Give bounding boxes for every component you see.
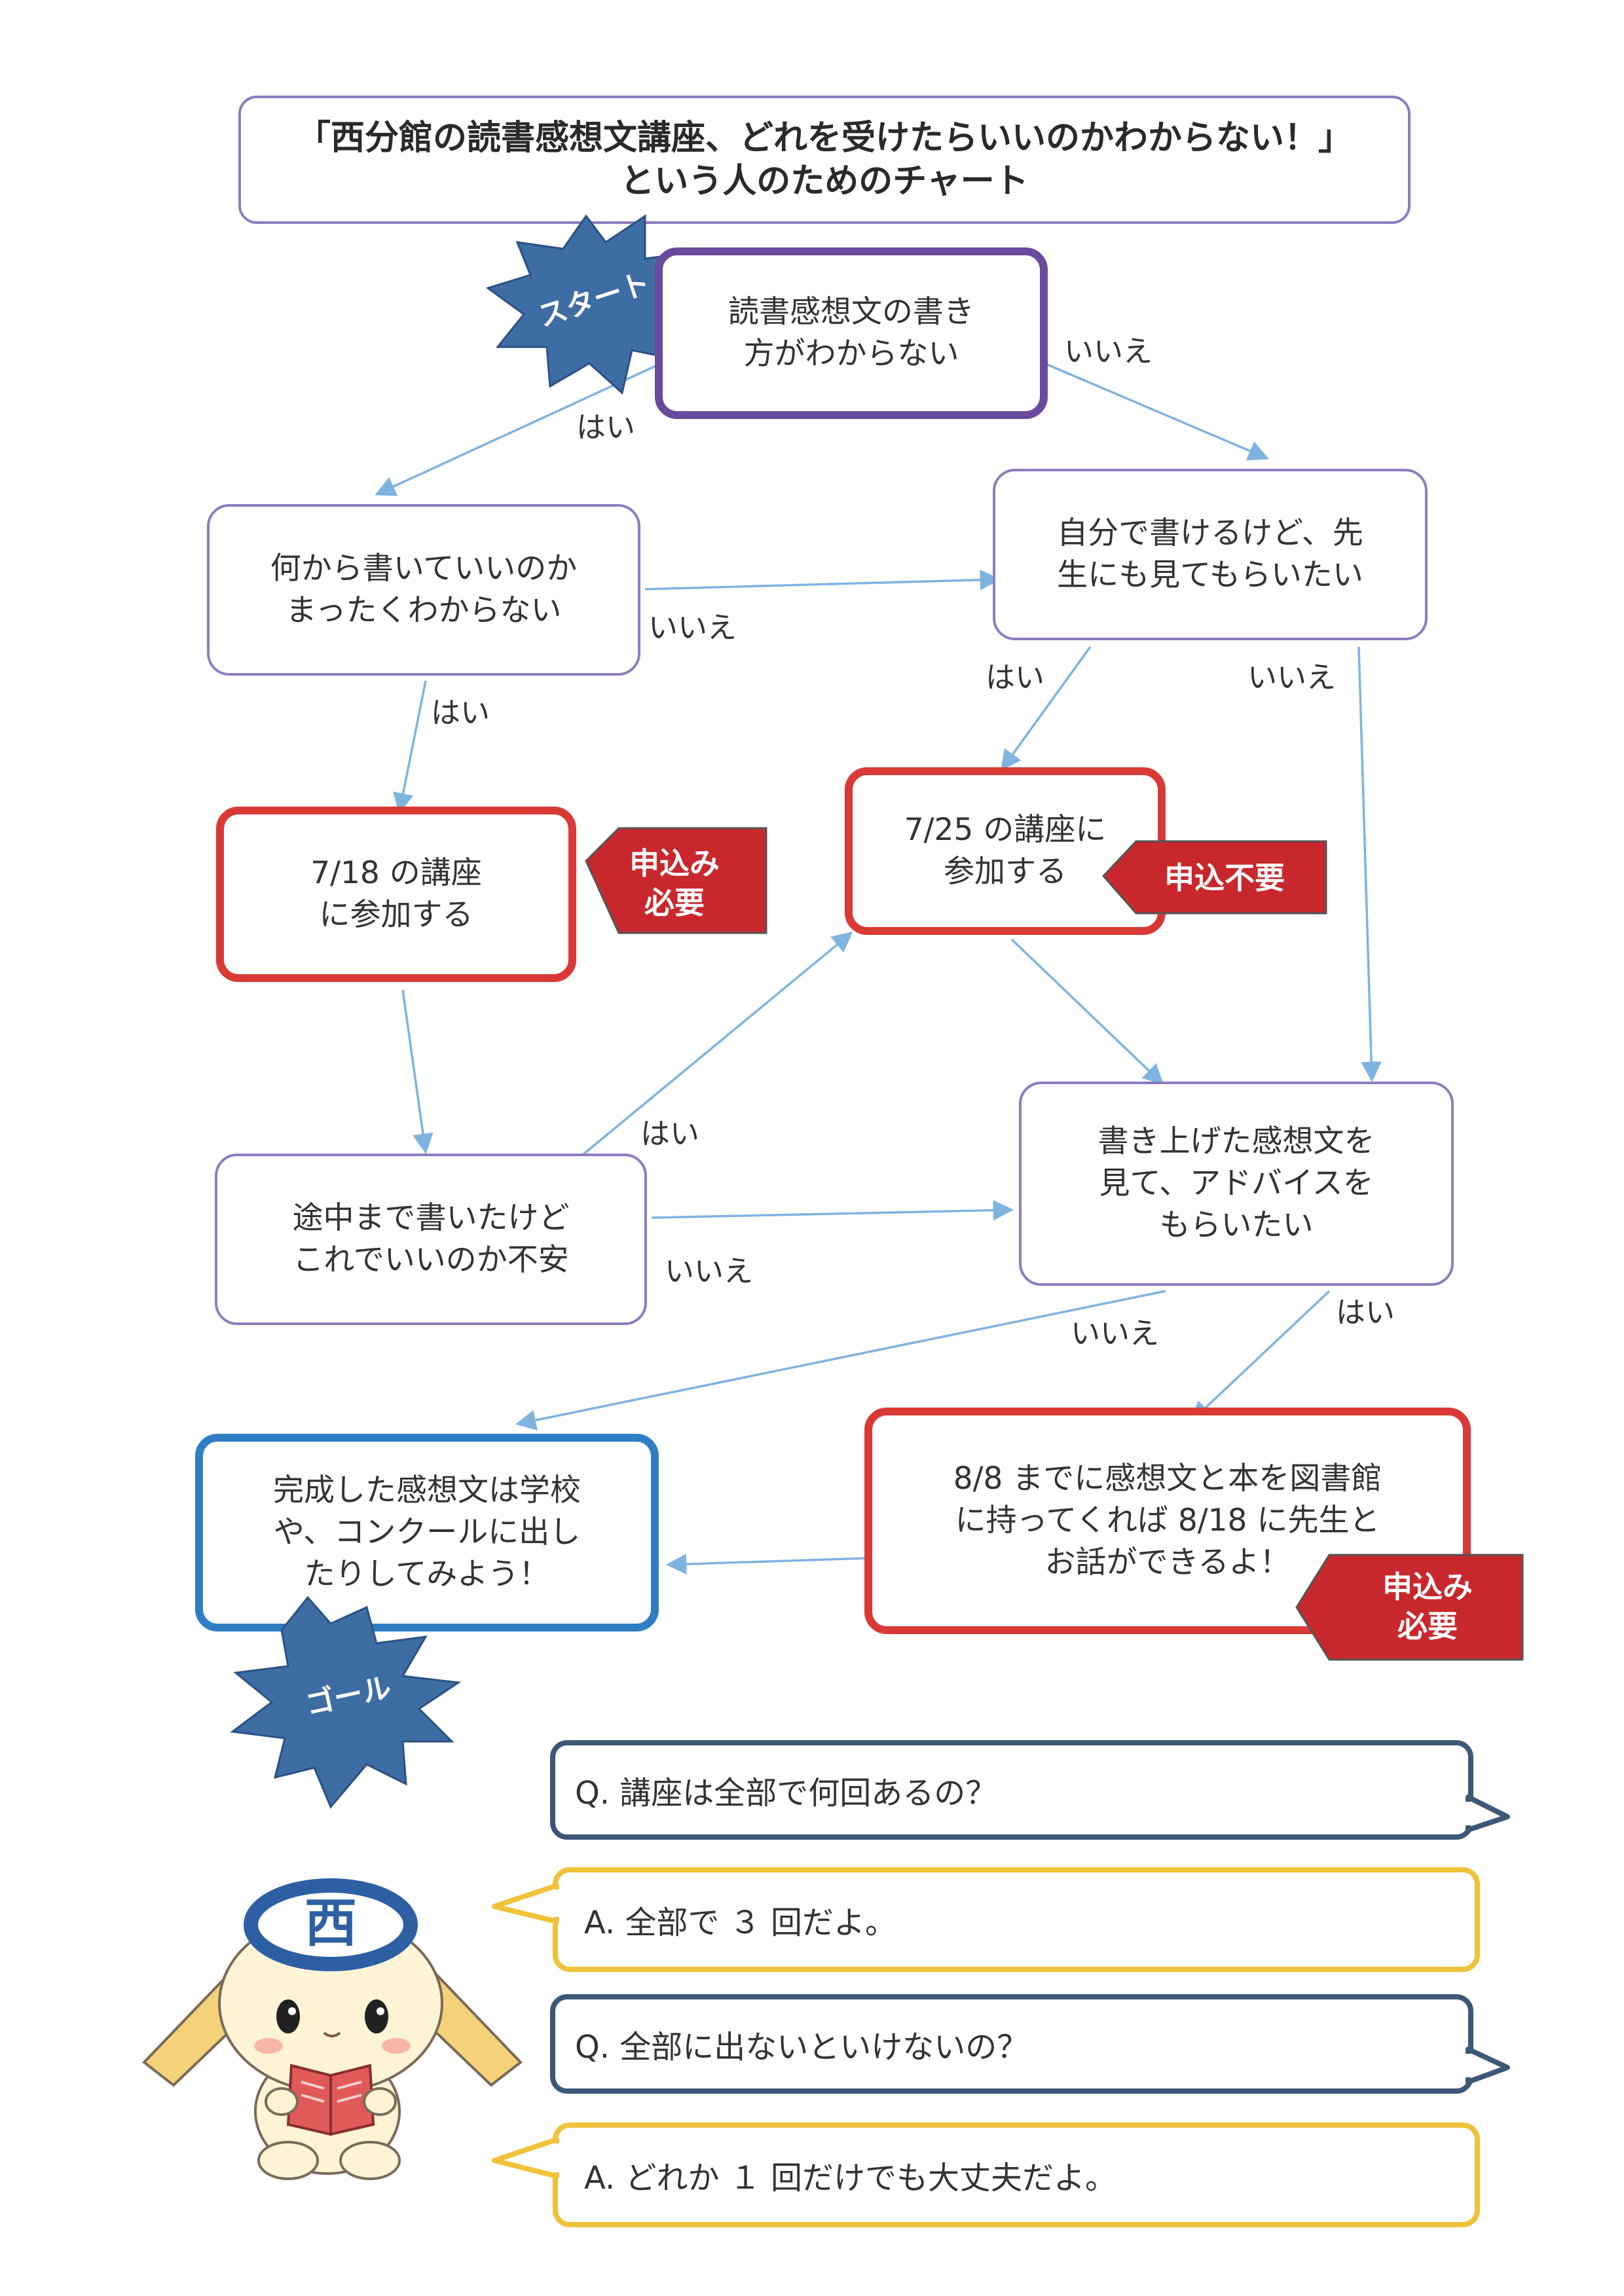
node-course-7-25: 7/25 の講座に 参加する	[845, 767, 1166, 935]
svg-text:申込み: 申込み	[1382, 1569, 1473, 1605]
faq-question-1: Q. 講座は全部で何回あるの？	[550, 1740, 1473, 1840]
label-q4-yes: はい	[640, 1116, 700, 1151]
arrow-q5-yes	[1190, 1290, 1331, 1423]
label-q4-no: いいえ	[665, 1254, 754, 1288]
label-q5-no: いいえ	[1071, 1316, 1160, 1351]
label-q2-no: いいえ	[648, 610, 737, 645]
title-line-1: 「西分館の読書感想文講座、どれを受けたらいいのかわからない！」	[296, 118, 1352, 158]
faq-answer-1: A. 全部で ３ 回だよ。	[553, 1867, 1480, 1972]
arrow-q2-no	[644, 570, 1001, 591]
label-q1-yes: はい	[576, 410, 636, 445]
label-q3-no: いいえ	[1247, 660, 1337, 695]
node-goal-submit: 完成した感想文は学校 や、コンクールに出し たりしてみよう！	[195, 1434, 659, 1631]
arrow-q2-yes	[393, 680, 427, 814]
node-q1-cannot-write: 読書感想文の書き 方がわからない	[655, 247, 1048, 419]
arrow-q5-no	[515, 1290, 1166, 1430]
svg-text:必要: 必要	[1397, 1609, 1458, 1644]
mascot-emblem: 西	[304, 1893, 357, 1954]
label-q2-yes: はい	[431, 695, 490, 730]
label-q5-yes: はい	[1336, 1295, 1395, 1330]
svg-text:必要: 必要	[644, 885, 705, 920]
arrow-q3-yes	[1001, 646, 1092, 771]
arrow-718-q4	[401, 989, 434, 1155]
title-line-2: という人のためのチャート	[620, 162, 1029, 201]
node-course-7-18: 7/18 の講座 に参加する	[216, 807, 576, 982]
arrow-q4-yes	[575, 931, 853, 1161]
mascot-book-icon	[286, 2064, 375, 2136]
arrow-725-q5	[1010, 938, 1164, 1085]
arrow-818-goal	[665, 1554, 868, 1575]
chart-title: 「西分館の読書感想文講座、どれを受けたらいいのかわからない！」 という人のための…	[238, 96, 1411, 224]
faq-question-2: Q. 全部に出ないといけないの？	[550, 1994, 1473, 2094]
arrow-q3-no	[1357, 646, 1382, 1083]
arrow-q1-no	[1044, 362, 1269, 461]
node-q5-want-advice: 書き上げた感想文を 見て、アドバイスを もらいたい	[1019, 1082, 1454, 1286]
mascot-emblem-ring	[244, 1878, 418, 1971]
node-talk-8-18: 8/8 までに感想文と本を図書館 に持ってくれば 8/18 に先生と お話ができ…	[864, 1408, 1471, 1634]
node-q4-half-written-anxious: 途中まで書いたけど これでいいのか不安	[215, 1154, 647, 1325]
node-q2-dont-know-where-to-start: 何から書いていいのか まったくわからない	[207, 504, 640, 676]
svg-text:申込み: 申込み	[629, 846, 720, 881]
svg-text:申込不要: 申込不要	[1164, 860, 1285, 896]
arrow-q4-no	[651, 1199, 1014, 1221]
label-q1-no: いいえ	[1064, 334, 1153, 369]
node-q3-want-teacher-review: 自分で書けるけど、先 生にも見てもらいたい	[993, 469, 1428, 640]
label-q3-yes: はい	[986, 660, 1045, 695]
